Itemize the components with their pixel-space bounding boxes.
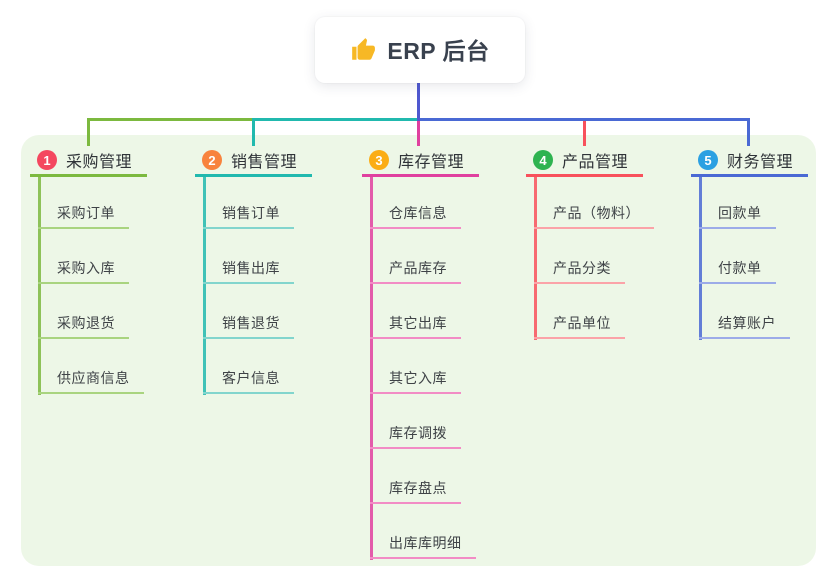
root-node-erp[interactable]: ERP 后台 <box>315 17 525 83</box>
child-node-label: 采购退货 <box>57 315 115 331</box>
branch-node-purchase[interactable]: 1 采购管理 <box>30 146 147 177</box>
branch-spine-line-inventory <box>370 177 373 560</box>
child-node-inventory-2[interactable]: 产品库存 <box>370 258 461 284</box>
branch-number-badge: 3 <box>369 150 389 170</box>
branch-number-badge: 5 <box>698 150 718 170</box>
child-node-label: 回款单 <box>718 205 762 221</box>
branch-title: 采购管理 <box>66 154 133 171</box>
child-node-purchase-3[interactable]: 采购退货 <box>38 313 129 339</box>
child-node-product-2[interactable]: 产品分类 <box>534 258 625 284</box>
branch-node-finance[interactable]: 5 财务管理 <box>691 146 808 177</box>
child-node-label: 销售订单 <box>222 205 280 221</box>
child-node-label: 库存调拨 <box>389 425 447 441</box>
child-node-label: 出库库明细 <box>389 535 462 551</box>
branch-number-badge: 1 <box>37 150 57 170</box>
child-node-label: 库存盘点 <box>389 480 447 496</box>
branch-node-inventory[interactable]: 3 库存管理 <box>362 146 479 177</box>
child-node-label: 供应商信息 <box>57 370 130 386</box>
root-node-title: ERP 后台 <box>387 37 490 64</box>
branch-spine-line-sales <box>203 177 206 395</box>
branch-number-badge: 2 <box>202 150 222 170</box>
branch-title: 财务管理 <box>727 154 794 171</box>
connector-drop-purchase <box>87 121 90 146</box>
child-node-inventory-6[interactable]: 库存盘点 <box>370 478 461 504</box>
connector-drop-finance <box>747 121 750 146</box>
branch-spine-line-finance <box>699 177 702 340</box>
child-node-finance-2[interactable]: 付款单 <box>699 258 776 284</box>
child-node-label: 其它出库 <box>389 315 447 331</box>
connector-h-sales <box>252 118 420 121</box>
child-node-label: 销售出库 <box>222 260 280 276</box>
child-node-label: 产品分类 <box>553 260 611 276</box>
branch-node-sales[interactable]: 2 销售管理 <box>195 146 312 177</box>
child-node-inventory-7[interactable]: 出库库明细 <box>370 533 476 559</box>
branch-node-product[interactable]: 4 产品管理 <box>526 146 643 177</box>
branch-title: 销售管理 <box>231 154 298 171</box>
child-node-label: 采购订单 <box>57 205 115 221</box>
branch-spine-line-product <box>534 177 537 340</box>
connector-root-stem <box>417 83 420 121</box>
branch-title: 产品管理 <box>562 154 629 171</box>
child-node-sales-2[interactable]: 销售出库 <box>203 258 294 284</box>
connector-drop-sales <box>252 121 255 146</box>
child-node-label: 采购入库 <box>57 260 115 276</box>
thumbs-up-icon <box>352 38 376 60</box>
child-node-inventory-1[interactable]: 仓库信息 <box>370 203 461 229</box>
connector-drop-product <box>583 121 586 146</box>
child-node-inventory-5[interactable]: 库存调拨 <box>370 423 461 449</box>
connector-h-purchase <box>87 118 255 121</box>
child-node-inventory-3[interactable]: 其它出库 <box>370 313 461 339</box>
child-node-label: 销售退货 <box>222 315 280 331</box>
child-node-product-3[interactable]: 产品单位 <box>534 313 625 339</box>
child-node-label: 产品库存 <box>389 260 447 276</box>
branch-number-badge: 4 <box>533 150 553 170</box>
child-node-label: 结算账户 <box>718 315 776 331</box>
connector-h-finance <box>417 118 750 121</box>
child-node-inventory-4[interactable]: 其它入库 <box>370 368 461 394</box>
child-node-purchase-4[interactable]: 供应商信息 <box>38 368 144 394</box>
branch-title: 库存管理 <box>398 154 465 171</box>
branch-spine-line-purchase <box>38 177 41 395</box>
child-node-label: 付款单 <box>718 260 762 276</box>
child-node-sales-3[interactable]: 销售退货 <box>203 313 294 339</box>
child-node-label: 其它入库 <box>389 370 447 386</box>
child-node-sales-4[interactable]: 客户信息 <box>203 368 294 394</box>
child-node-label: 仓库信息 <box>389 205 447 221</box>
connector-drop-inventory <box>417 121 420 146</box>
child-node-purchase-1[interactable]: 采购订单 <box>38 203 129 229</box>
child-node-sales-1[interactable]: 销售订单 <box>203 203 294 229</box>
child-node-label: 客户信息 <box>222 370 280 386</box>
branches-background-panel <box>21 135 816 566</box>
child-node-finance-1[interactable]: 回款单 <box>699 203 776 229</box>
child-node-label: 产品单位 <box>553 315 611 331</box>
child-node-purchase-2[interactable]: 采购入库 <box>38 258 129 284</box>
child-node-product-1[interactable]: 产品（物料） <box>534 203 654 229</box>
child-node-finance-3[interactable]: 结算账户 <box>699 313 790 339</box>
child-node-label: 产品（物料） <box>553 205 640 221</box>
